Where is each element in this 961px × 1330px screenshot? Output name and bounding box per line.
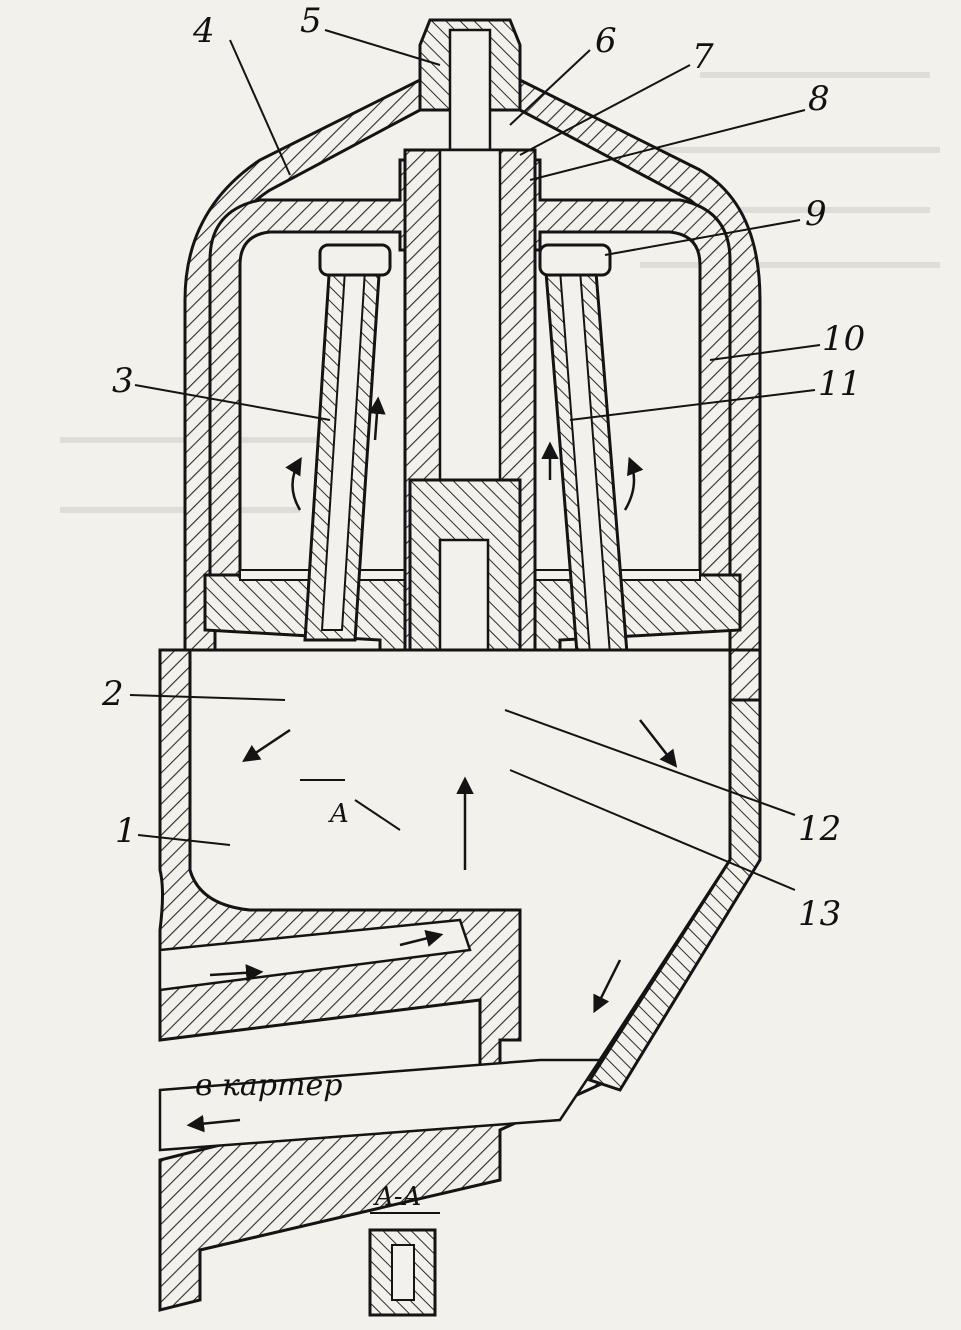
axle-bore bbox=[438, 148, 502, 492]
callout-2: 2 bbox=[101, 674, 124, 714]
flow-label: в картер bbox=[195, 1068, 342, 1103]
callout-9: 9 bbox=[805, 194, 827, 234]
callout-1: 1 bbox=[115, 811, 137, 851]
callout-3: 3 bbox=[112, 361, 134, 401]
section-detail-bore bbox=[391, 1244, 415, 1301]
callout-7: 7 bbox=[692, 37, 714, 77]
callout-11: 11 bbox=[818, 364, 861, 404]
return-pipe-wall bbox=[587, 698, 762, 1092]
top-stud bbox=[448, 28, 492, 162]
callout-13: 13 bbox=[798, 894, 841, 934]
leader-lines bbox=[129, 29, 821, 891]
drain-channel bbox=[158, 1058, 603, 1152]
callout-10: 10 bbox=[822, 319, 865, 359]
callout-4: 4 bbox=[192, 11, 215, 51]
rotor-housing bbox=[208, 158, 732, 632]
section-marker-a: A bbox=[328, 799, 349, 829]
callout-5: 5 bbox=[300, 1, 322, 41]
callout-8: 8 bbox=[808, 79, 830, 119]
callout-6: 6 bbox=[595, 21, 617, 61]
right-tube-cap bbox=[538, 243, 612, 277]
section-title: A-A bbox=[373, 1182, 421, 1212]
callout-12: 12 bbox=[798, 809, 841, 849]
left-tube-cap bbox=[318, 243, 392, 277]
flow-arrows bbox=[186, 396, 678, 1133]
